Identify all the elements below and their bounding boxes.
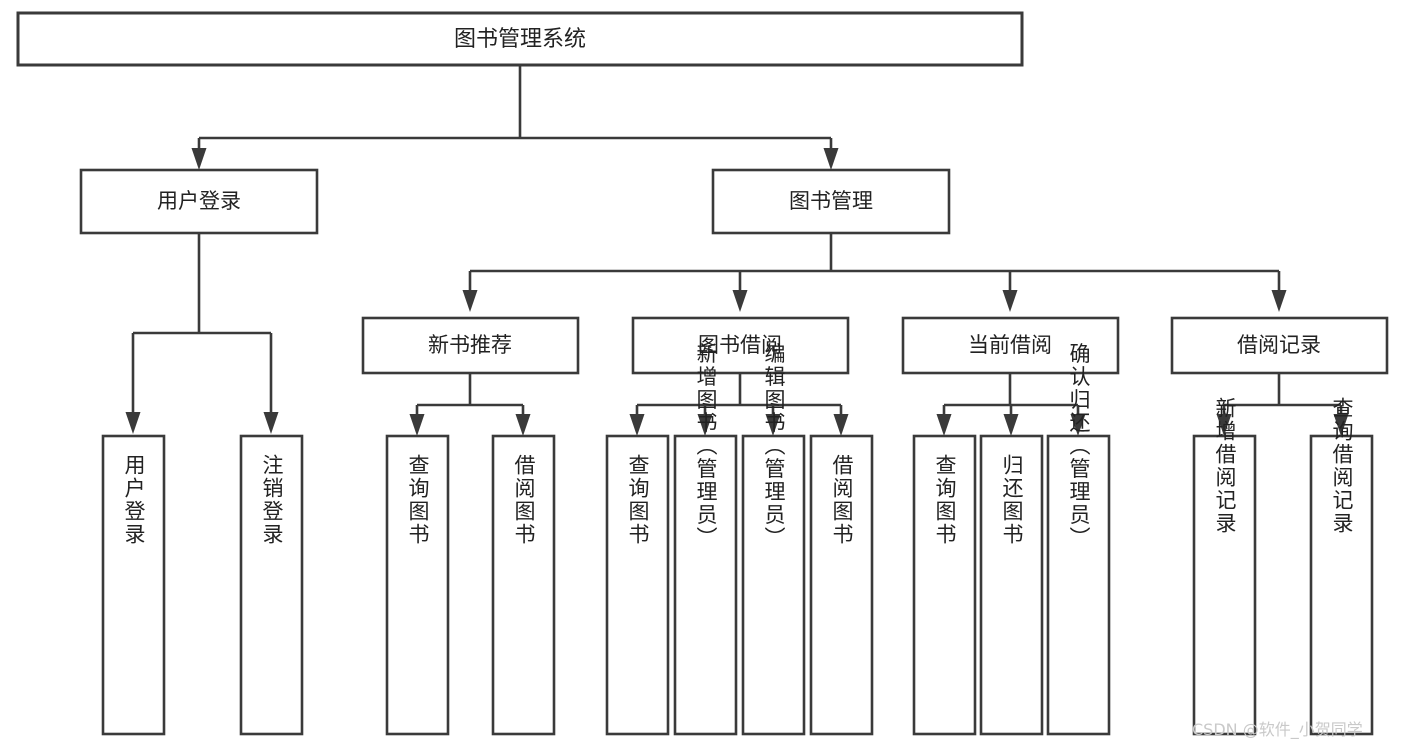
node-leaf-query-book-2[interactable]: 查询图书 (605, 434, 670, 736)
node-leaf-borrow-book-1[interactable]: 借阅图书 (491, 434, 556, 736)
arrow-to-leaf-query-book-1 (409, 414, 425, 436)
node-book-management-label: 图书管理 (789, 189, 873, 213)
node-current-borrow[interactable]: 当前借阅 (901, 316, 1120, 375)
node-leaf-add-book-box[interactable] (673, 434, 738, 736)
node-leaf-logout-login[interactable]: 注销登录 (239, 434, 304, 736)
node-leaf-query-borrow-record[interactable]: 查询借阅记录 (1309, 397, 1374, 736)
node-leaf-query-book-1-box[interactable] (385, 434, 450, 736)
node-root-box[interactable] (16, 11, 1024, 67)
arrow-to-current-borrow (1002, 290, 1018, 312)
arrow-to-leaf-return-book (1003, 414, 1019, 436)
node-leaf-add-borrow-record-label: 新增借阅记录 (1213, 397, 1237, 535)
node-book-borrow-box[interactable] (631, 316, 850, 375)
connector-layer (125, 65, 1349, 436)
arrow-to-book-management (823, 148, 839, 170)
node-borrow-record-box[interactable] (1170, 316, 1389, 375)
arrow-to-borrow-record (1271, 290, 1287, 312)
node-leaf-confirm-return-label: 确认归还（管理员） (1067, 343, 1091, 550)
node-current-borrow-label: 当前借阅 (968, 333, 1052, 357)
node-new-book-recommend-box[interactable] (361, 316, 580, 375)
node-leaf-confirm-return-box[interactable] (1046, 434, 1111, 736)
node-root[interactable]: 图书管理系统 (16, 11, 1024, 67)
node-leaf-add-borrow-record[interactable]: 新增借阅记录 (1192, 397, 1257, 736)
arrow-to-new-book-recommend (462, 290, 478, 312)
node-book-borrow-label: 图书借阅 (698, 333, 782, 357)
node-leaf-query-book-3-label: 查询图书 (933, 454, 957, 546)
node-book-management-box[interactable] (711, 168, 951, 235)
arrow-to-user-login (191, 148, 207, 170)
node-leaf-borrow-book-1-label: 借阅图书 (512, 454, 536, 546)
arrow-to-leaf-borrow-book-2 (833, 414, 849, 436)
node-leaf-return-book-box[interactable] (979, 434, 1044, 736)
node-borrow-record-label: 借阅记录 (1237, 333, 1321, 357)
node-leaf-add-borrow-record-box[interactable] (1192, 434, 1257, 736)
node-leaf-query-book-3-box[interactable] (912, 434, 977, 736)
node-user-login[interactable]: 用户登录 (79, 168, 319, 235)
node-leaf-query-book-1[interactable]: 查询图书 (385, 434, 450, 736)
node-leaf-borrow-book-2-label: 借阅图书 (830, 454, 854, 546)
node-leaf-borrow-book-1-box[interactable] (491, 434, 556, 736)
node-user-login-box[interactable] (79, 168, 319, 235)
node-leaf-query-book-2-label: 查询图书 (626, 454, 650, 546)
node-leaf-query-borrow-record-box[interactable] (1309, 434, 1374, 736)
node-leaf-query-book-2-box[interactable] (605, 434, 670, 736)
node-leaf-return-book-label: 归还图书 (1000, 454, 1024, 546)
node-leaf-add-book-label: 新增图书（管理员） (694, 343, 718, 550)
node-leaf-edit-book-label: 编辑图书（管理员） (762, 343, 786, 550)
node-leaf-logout-login-label: 注销登录 (260, 454, 284, 546)
node-current-borrow-box[interactable] (901, 316, 1120, 375)
arrow-to-leaf-query-book-2 (629, 414, 645, 436)
node-root-label: 图书管理系统 (454, 27, 586, 52)
node-leaf-logout-login-box[interactable] (239, 434, 304, 736)
node-leaf-user-login[interactable]: 用户登录 (101, 434, 166, 736)
node-leaf-query-book-1-label: 查询图书 (406, 454, 430, 546)
arrow-to-leaf-borrow-book-1 (515, 414, 531, 436)
node-leaf-borrow-book-2[interactable]: 借阅图书 (809, 434, 874, 736)
node-book-borrow[interactable]: 图书借阅 (631, 316, 850, 375)
node-user-login-label: 用户登录 (157, 189, 241, 213)
node-leaf-edit-book-box[interactable] (741, 434, 806, 736)
arrow-to-leaf-user-login (125, 412, 141, 434)
node-new-book-recommend-label: 新书推荐 (428, 333, 512, 357)
node-leaf-borrow-book-2-box[interactable] (809, 434, 874, 736)
node-leaf-add-book[interactable]: 新增图书（管理员） (673, 343, 738, 736)
node-leaf-confirm-return[interactable]: 确认归还（管理员） (1046, 343, 1111, 736)
node-book-management[interactable]: 图书管理 (711, 168, 951, 235)
node-leaf-user-login-label: 用户登录 (122, 454, 146, 546)
node-leaf-query-borrow-record-label: 查询借阅记录 (1330, 397, 1354, 535)
arrow-to-book-borrow (732, 290, 748, 312)
arrow-to-leaf-logout-login (263, 412, 279, 434)
arrow-to-leaf-query-book-3 (936, 414, 952, 436)
node-new-book-recommend[interactable]: 新书推荐 (361, 316, 580, 375)
node-leaf-return-book[interactable]: 归还图书 (979, 434, 1044, 736)
node-leaf-edit-book[interactable]: 编辑图书（管理员） (741, 343, 806, 736)
node-borrow-record[interactable]: 借阅记录 (1170, 316, 1389, 375)
node-leaf-query-book-3[interactable]: 查询图书 (912, 434, 977, 736)
node-leaf-user-login-box[interactable] (101, 434, 166, 736)
